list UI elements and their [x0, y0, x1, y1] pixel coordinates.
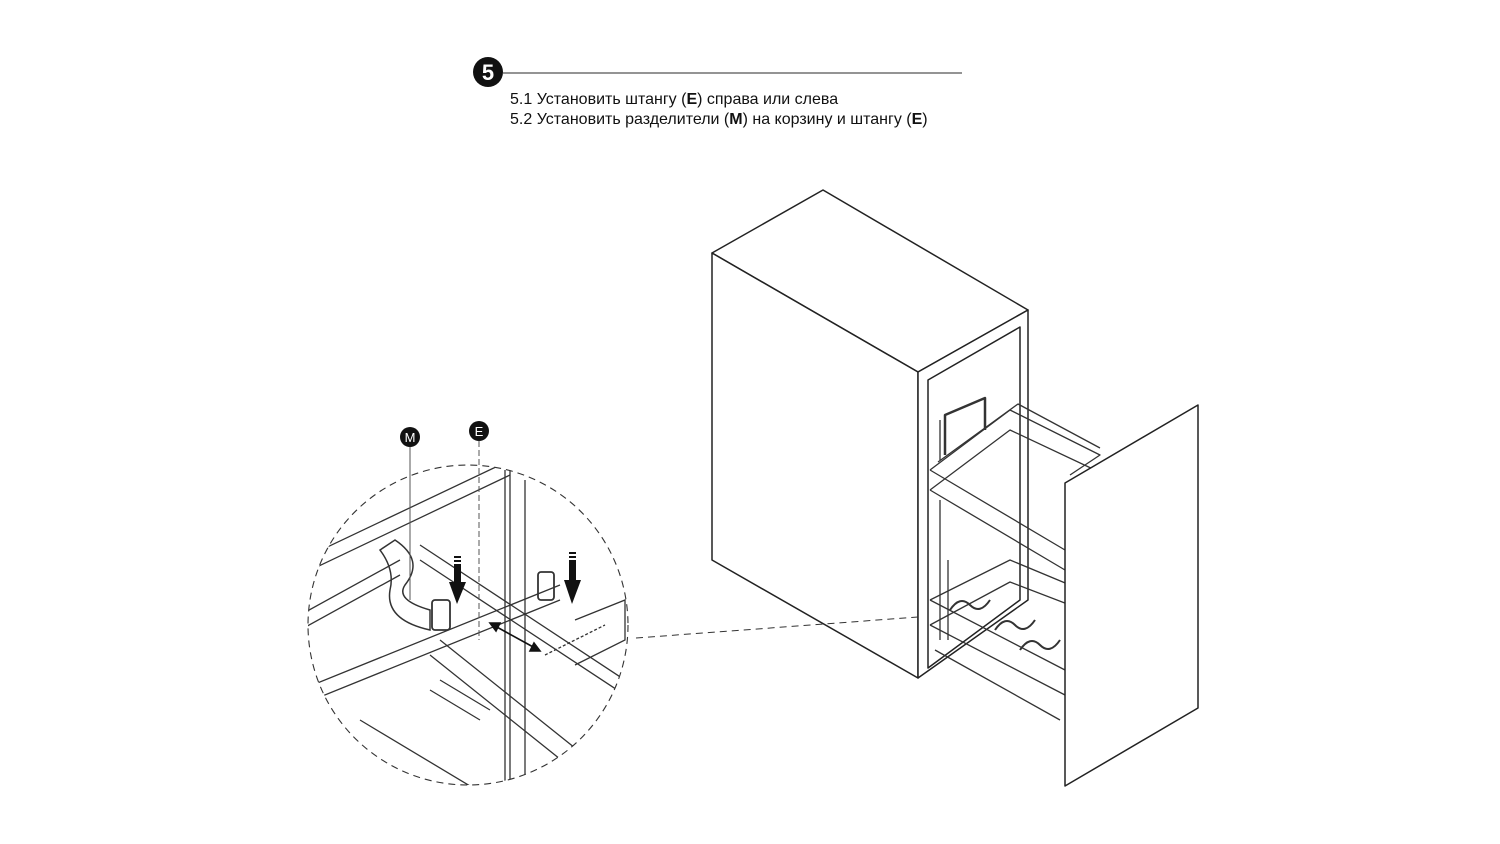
- instruction-text: ) на корзину и штангу (: [742, 111, 912, 128]
- detail-magnifier: M E: [307, 421, 629, 786]
- instruction-text: 5.2 Установить разделители (: [510, 111, 730, 128]
- part-label: E: [911, 111, 923, 128]
- instruction-text: ) справа или слева: [697, 91, 839, 108]
- callout-e-badge: [469, 421, 489, 441]
- step-number: 5: [482, 60, 494, 85]
- cabinet-illustration: [711, 189, 1199, 787]
- detail-circle-outline: [307, 464, 629, 786]
- drawer-front-panel: [1064, 404, 1199, 787]
- part-label: E: [686, 91, 698, 108]
- step-number-badge: [473, 57, 503, 87]
- instruction-text: 5.1 Установить штангу (: [510, 91, 687, 108]
- callout-e-label: E: [475, 424, 484, 439]
- slide-direction-arrow-icon: [488, 622, 542, 652]
- upper-basket: [929, 396, 1101, 571]
- instruction-5-1: 5.1 Установить штангу (E) справа или сле…: [510, 90, 838, 110]
- instruction-5-2: 5.2 Установить разделители (M) на корзин…: [510, 110, 928, 130]
- instruction-text: ): [922, 111, 928, 128]
- lower-basket: [929, 500, 1071, 721]
- callout-m-badge: [400, 427, 420, 447]
- step-header: 5: [473, 57, 962, 87]
- callout-m-label: M: [405, 430, 416, 445]
- part-label: M: [729, 111, 743, 128]
- down-arrow-icon: [564, 552, 581, 604]
- down-arrow-icon: [449, 556, 466, 604]
